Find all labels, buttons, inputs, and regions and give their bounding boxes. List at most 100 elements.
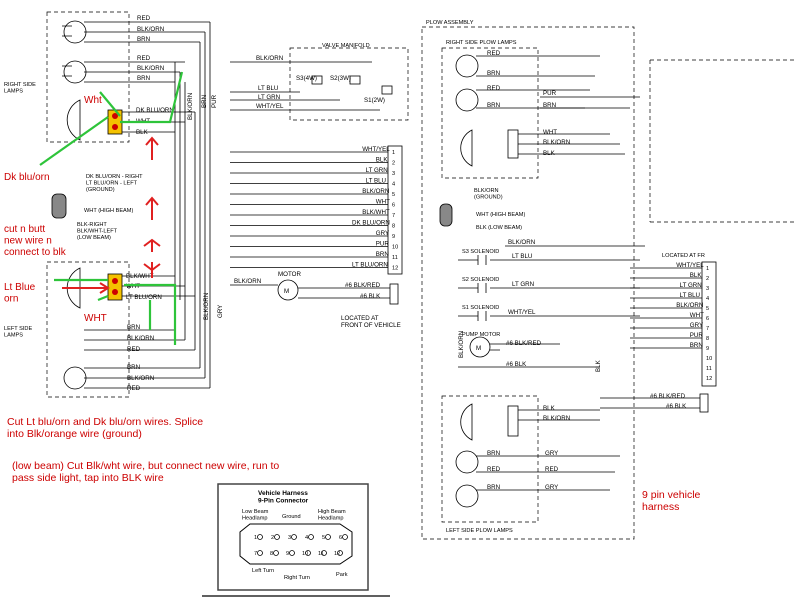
- rh-plow-wire-1: BRN: [487, 70, 500, 77]
- front-connector-pin: 1: [392, 150, 395, 156]
- motor-terminal: [389, 283, 399, 305]
- annotation-dk-blu-orn: Dk blu/orn: [4, 172, 50, 183]
- plow-switch-ground: BLK/ORN(GROUND): [474, 188, 503, 200]
- connector-outline: [239, 523, 353, 565]
- rh-plow-wire-2: RED: [487, 85, 501, 92]
- front-connector-wire-label: BLK/WHT: [362, 209, 390, 216]
- added-wires: [39, 71, 184, 345]
- plow-side-diagram: PLOW ASSEMBLY RIGHT SIDE PLOW LAMPS LEFT…: [421, 20, 795, 540]
- connector-pin-socket: [257, 534, 263, 540]
- valve-wire-1: LT BLU: [258, 85, 278, 92]
- front-connector-pin: 2: [392, 161, 395, 167]
- front-connector-pin: 7: [392, 213, 395, 219]
- lh-connector-pin: [112, 278, 118, 284]
- bottom-cable-0: #6 BLK/RED: [650, 393, 686, 400]
- lh-plow-wire-4: BRN: [487, 484, 500, 491]
- solenoid-contacts: [477, 255, 487, 321]
- lh-plow-wire-5: GRY: [545, 450, 558, 457]
- rh-headlamp-wire-2: BLK: [136, 129, 149, 136]
- connector-pin-socket: [274, 534, 280, 540]
- annotation-cut-note: Cut Lt blu/orn and Dk blu/orn wires. Spl…: [7, 416, 203, 440]
- lh-plow-wire-6: RED: [545, 466, 559, 473]
- rh-wire-4: BLK/ORN: [137, 65, 164, 72]
- front-connector-wire-label: LT GRN: [366, 167, 388, 174]
- front-connector-pin: 4: [392, 182, 395, 188]
- connector-pin-number: 2: [271, 535, 274, 541]
- connector-pin-socket: [325, 534, 331, 540]
- valve-solenoid-coil: [381, 85, 393, 95]
- switch-high-beam: WHT (HIGH BEAM): [84, 208, 133, 214]
- solenoid-wire-1: LT BLU: [512, 253, 532, 260]
- plow-connector-pin: 3: [706, 286, 709, 292]
- front-connector-wire-label: LT BLU: [366, 178, 386, 185]
- annotation-wht-bottom: WHT: [84, 313, 107, 324]
- plow-connector-pin: 2: [706, 276, 709, 282]
- rh-plow-wire-8: BLK: [543, 150, 556, 157]
- annotation-low-beam-note: (low beam) Cut Blk/wht wire, but connect…: [12, 460, 279, 484]
- lh-plow-wire-1: BLK/ORN: [543, 415, 570, 422]
- lh-plow-wire-0: BLK: [543, 405, 556, 412]
- connector-park: Park: [336, 572, 348, 578]
- rh-plow-wire-3: BRN: [487, 102, 500, 109]
- plow-bottom-cables: [600, 397, 700, 409]
- valve-manifold-box: [289, 47, 409, 121]
- front-connector: [387, 145, 403, 275]
- rh-wire-2: BRN: [137, 36, 150, 43]
- bottom-cable-1: #6 BLK: [666, 403, 687, 410]
- motor-wires: [230, 284, 390, 299]
- front-connector-wire-label: DK BLU/ORN: [352, 220, 390, 227]
- rh-plow-feed-wires: [540, 96, 640, 109]
- plow-dimmer-switch: [439, 203, 453, 227]
- valve-solenoid-2: S1(2W): [364, 97, 385, 104]
- valve-solenoid-0: S3(4W): [296, 75, 317, 82]
- plow-connector-pin: 1: [706, 266, 709, 272]
- valve-solenoid-1: S2(3W): [330, 75, 351, 82]
- plow-assembly-label: PLOW ASSEMBLY: [426, 20, 474, 26]
- valve-wires: [230, 61, 380, 111]
- valve-wire-3: WHT/YEL: [256, 103, 284, 110]
- plow-connector-pin: 9: [706, 346, 709, 352]
- plow-connector-pin: 10: [706, 356, 712, 362]
- front-connector-pin: 5: [392, 192, 395, 198]
- connector-pin-socket: [273, 550, 279, 556]
- lh-plow-lamps-box: [441, 395, 539, 523]
- front-connector-wire-label: BRN: [376, 251, 389, 258]
- connector-pin-socket: [337, 550, 343, 556]
- lh-wire-5: RED: [127, 385, 141, 392]
- plow-assembly-box: [421, 26, 635, 540]
- connector-pin-socket: [308, 534, 314, 540]
- lh-plow-wire-3: RED: [487, 466, 501, 473]
- lh-wire-2: RED: [127, 346, 141, 353]
- rh-plow-wire-4: PUR: [543, 90, 557, 97]
- rh-wire-1: BLK/ORN: [137, 26, 164, 33]
- rh-plow-wires: [476, 55, 600, 109]
- lh-headlamp-wire-2: LT BLU/ORN: [126, 294, 162, 301]
- rh-headlamp-wire-0: DK BLU/ORN: [136, 107, 174, 114]
- plow-connector-wire-label: BLK/ORN: [676, 302, 703, 309]
- connector-frame: [217, 483, 369, 591]
- pump-motor-m: M: [476, 345, 481, 352]
- valve-manifold-label: VALVE MANIFOLD: [322, 43, 370, 49]
- connector-pin-number: 5: [322, 535, 325, 541]
- front-connector-wire-label: WHT: [376, 199, 390, 206]
- solenoid-wire-3: WHT/YEL: [508, 309, 536, 316]
- lh-connector-pin: [112, 289, 118, 295]
- motor-m: M: [284, 288, 289, 295]
- lh-plow-wires: [476, 455, 620, 491]
- front-connector-pin: 10: [392, 245, 398, 251]
- lh-plow-headlamp-wires: [518, 409, 600, 421]
- rh-wire-5: BRN: [137, 75, 150, 82]
- front-connector-pin: 3: [392, 171, 395, 177]
- plow-connector: [701, 261, 717, 387]
- connector-pin-socket: [289, 550, 295, 556]
- front-connector-wire-label: PUR: [376, 241, 390, 248]
- valve-wire-2: LT GRN: [258, 94, 280, 101]
- front-connector-pin: 6: [392, 203, 395, 209]
- motor-symbol: [277, 279, 299, 301]
